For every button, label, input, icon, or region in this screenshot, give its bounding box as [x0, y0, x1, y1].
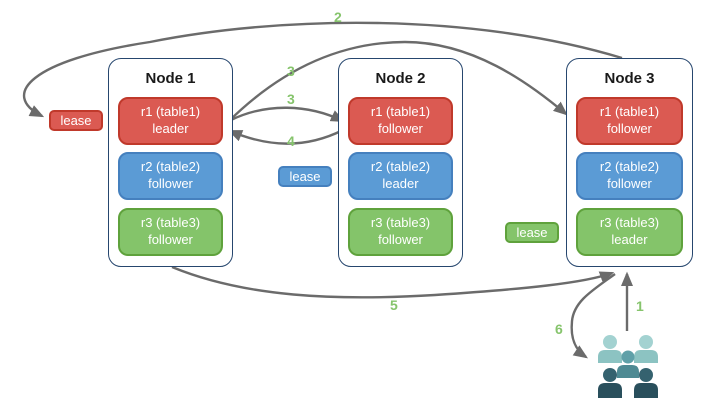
user-figure-dark-left: [598, 368, 622, 398]
replica-role: follower: [148, 176, 193, 191]
lease-badge-r2: lease: [278, 166, 332, 187]
node-2-replica-r3: r3 (table3) follower: [348, 208, 453, 256]
replica-role: follower: [148, 232, 193, 247]
node-2-replica-r1: r1 (table1) follower: [348, 97, 453, 145]
replica-role: follower: [607, 121, 652, 136]
node-3: Node 3 r1 (table1) follower r2 (table2) …: [566, 58, 693, 267]
step-label-1: 1: [636, 298, 644, 314]
replica-range: r3 (table3): [140, 215, 201, 231]
lease-badge-r3: lease: [505, 222, 559, 243]
step-label-4: 4: [287, 133, 295, 149]
node-1-replica-r2: r2 (table2) follower: [118, 152, 223, 200]
node-2-title: Node 2: [375, 70, 426, 87]
arrow-step5-leaseholder-to-gateway: [171, 265, 615, 299]
step-label-3a: 3: [287, 63, 295, 79]
step-label-6: 6: [555, 321, 563, 337]
user-figure-light-right: [634, 335, 658, 363]
node-3-replica-r1: r1 (table1) follower: [576, 97, 683, 145]
arrow-step3-leader-to-node2: [230, 106, 346, 123]
replica-range: r3 (table3): [370, 215, 431, 231]
replica-role: follower: [607, 176, 652, 191]
replica-range: r3 (table3): [599, 215, 660, 231]
replica-range: r1 (table1): [599, 104, 660, 120]
step-label-5: 5: [390, 297, 398, 313]
node-3-replica-r2: r2 (table2) follower: [576, 152, 683, 200]
user-figure-mid-center: [617, 350, 639, 378]
node-1-replica-r1: r1 (table1) leader: [118, 97, 223, 145]
node-1-replica-r3: r3 (table3) follower: [118, 208, 223, 256]
node-1-title: Node 1: [145, 70, 196, 87]
user-figure-light-left: [598, 335, 622, 363]
replica-role: leader: [152, 121, 189, 136]
replica-range: r2 (table2): [140, 159, 201, 175]
replica-role: leader: [382, 176, 419, 191]
step-label-2: 2: [334, 9, 342, 25]
replica-range: r2 (table2): [599, 159, 660, 175]
users-group-icon: [598, 335, 658, 398]
node-2-replica-r2: r2 (table2) leader: [348, 152, 453, 200]
replica-range: r2 (table2): [370, 159, 431, 175]
replica-range: r1 (table1): [140, 104, 201, 120]
node-1: Node 1 r1 (table1) leader r2 (table2) fo…: [108, 58, 233, 267]
replica-role: follower: [378, 232, 423, 247]
step-label-3b: 3: [287, 91, 295, 107]
node-3-title: Node 3: [604, 70, 655, 87]
node-3-replica-r3: r3 (table3) leader: [576, 208, 683, 256]
node-2: Node 2 r1 (table1) follower r2 (table2) …: [338, 58, 463, 267]
lease-badge-r1: lease: [49, 110, 103, 131]
replica-range: r1 (table1): [370, 104, 431, 120]
replica-role: leader: [611, 232, 648, 247]
replica-role: follower: [378, 121, 423, 136]
user-figure-dark-right: [634, 368, 658, 398]
